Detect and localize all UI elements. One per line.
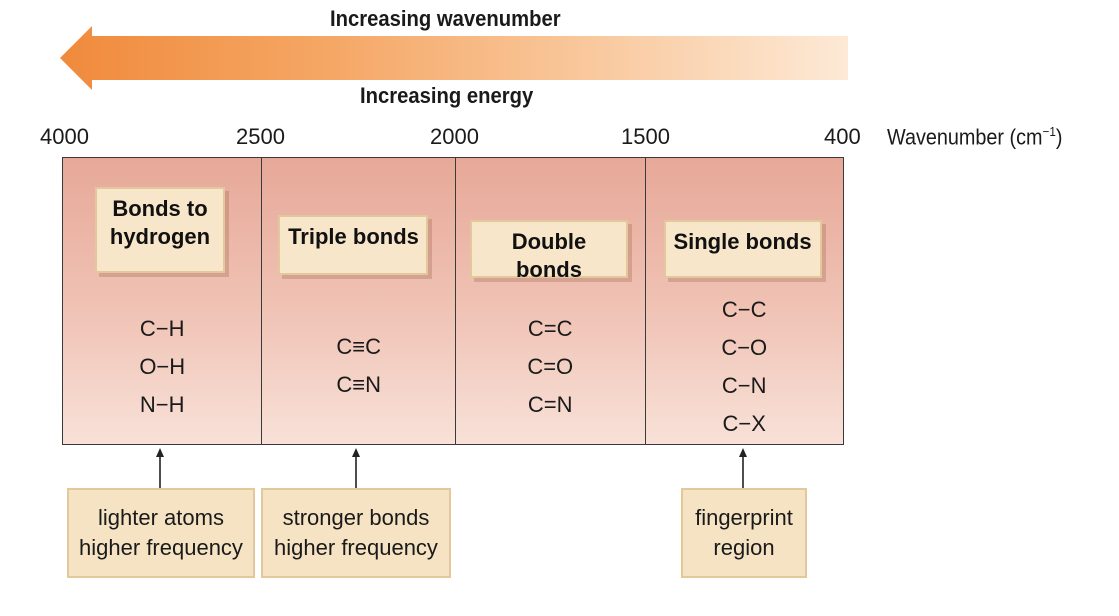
note-fingerprint-region: fingerprint region bbox=[681, 488, 807, 578]
bond-item: C=N bbox=[527, 392, 573, 417]
bond-list: C=C C=O C=N bbox=[456, 310, 645, 424]
region-triple-bonds: Triple bonds C≡C C≡N bbox=[262, 158, 456, 444]
bond-item: N−H bbox=[139, 392, 185, 417]
bond-item: C−C bbox=[721, 297, 767, 322]
bond-item: C=C bbox=[527, 316, 573, 341]
note-stronger-bonds: stronger bonds higher frequency bbox=[261, 488, 451, 578]
bond-item: O−H bbox=[139, 354, 186, 379]
axis-title: Wavenumber (cm−1) bbox=[887, 124, 1063, 150]
note-line: higher frequency bbox=[274, 535, 438, 560]
region-title: Bonds to hydrogen bbox=[95, 187, 225, 273]
region-title: Double bonds bbox=[469, 220, 628, 282]
region-double-bonds: Double bonds C=C C=O C=N bbox=[456, 158, 646, 444]
up-arrow-icon bbox=[352, 448, 360, 492]
note-line: region bbox=[713, 535, 775, 560]
up-arrow-icon bbox=[156, 448, 164, 492]
bond-regions-panel: Bonds to hydrogen C−H O−H N−H Triple bon… bbox=[62, 157, 844, 445]
note-line: stronger bonds bbox=[282, 505, 430, 530]
note-line: fingerprint bbox=[695, 505, 793, 530]
bond-item: C−H bbox=[139, 316, 185, 341]
up-arrow-icon bbox=[739, 448, 747, 492]
tick-label-4000: 4000 bbox=[40, 124, 89, 149]
region-single-bonds: Single bonds C−C C−O C−N C−X bbox=[646, 158, 843, 444]
note-line: lighter atoms bbox=[98, 505, 224, 530]
region-title: Triple bonds bbox=[278, 215, 429, 275]
note-lighter-atoms: lighter atoms higher frequency bbox=[67, 488, 255, 578]
note-line: higher frequency bbox=[79, 535, 243, 560]
tick-label-1500: 1500 bbox=[621, 124, 670, 149]
tick-label-400: 400 bbox=[824, 124, 861, 149]
bond-item: C−X bbox=[722, 411, 766, 436]
region-title: Single bonds bbox=[663, 220, 822, 278]
bond-item: C−N bbox=[721, 373, 767, 398]
tick-label-2500: 2500 bbox=[236, 124, 285, 149]
left-arrow-icon bbox=[60, 26, 848, 90]
bond-list: C≡C C≡N bbox=[262, 328, 455, 404]
bond-item: C−O bbox=[721, 335, 768, 360]
bond-item: C=O bbox=[527, 354, 574, 379]
bond-item: C≡N bbox=[336, 372, 382, 397]
bond-list: C−H O−H N−H bbox=[63, 310, 261, 424]
bond-list: C−C C−O C−N C−X bbox=[646, 291, 843, 443]
region-bonds-to-hydrogen: Bonds to hydrogen C−H O−H N−H bbox=[63, 158, 263, 444]
increasing-energy-label: Increasing energy bbox=[360, 83, 534, 108]
bond-item: C≡C bbox=[336, 334, 382, 359]
increasing-wavenumber-label: Increasing wavenumber bbox=[330, 6, 561, 31]
tick-label-2000: 2000 bbox=[430, 124, 479, 149]
